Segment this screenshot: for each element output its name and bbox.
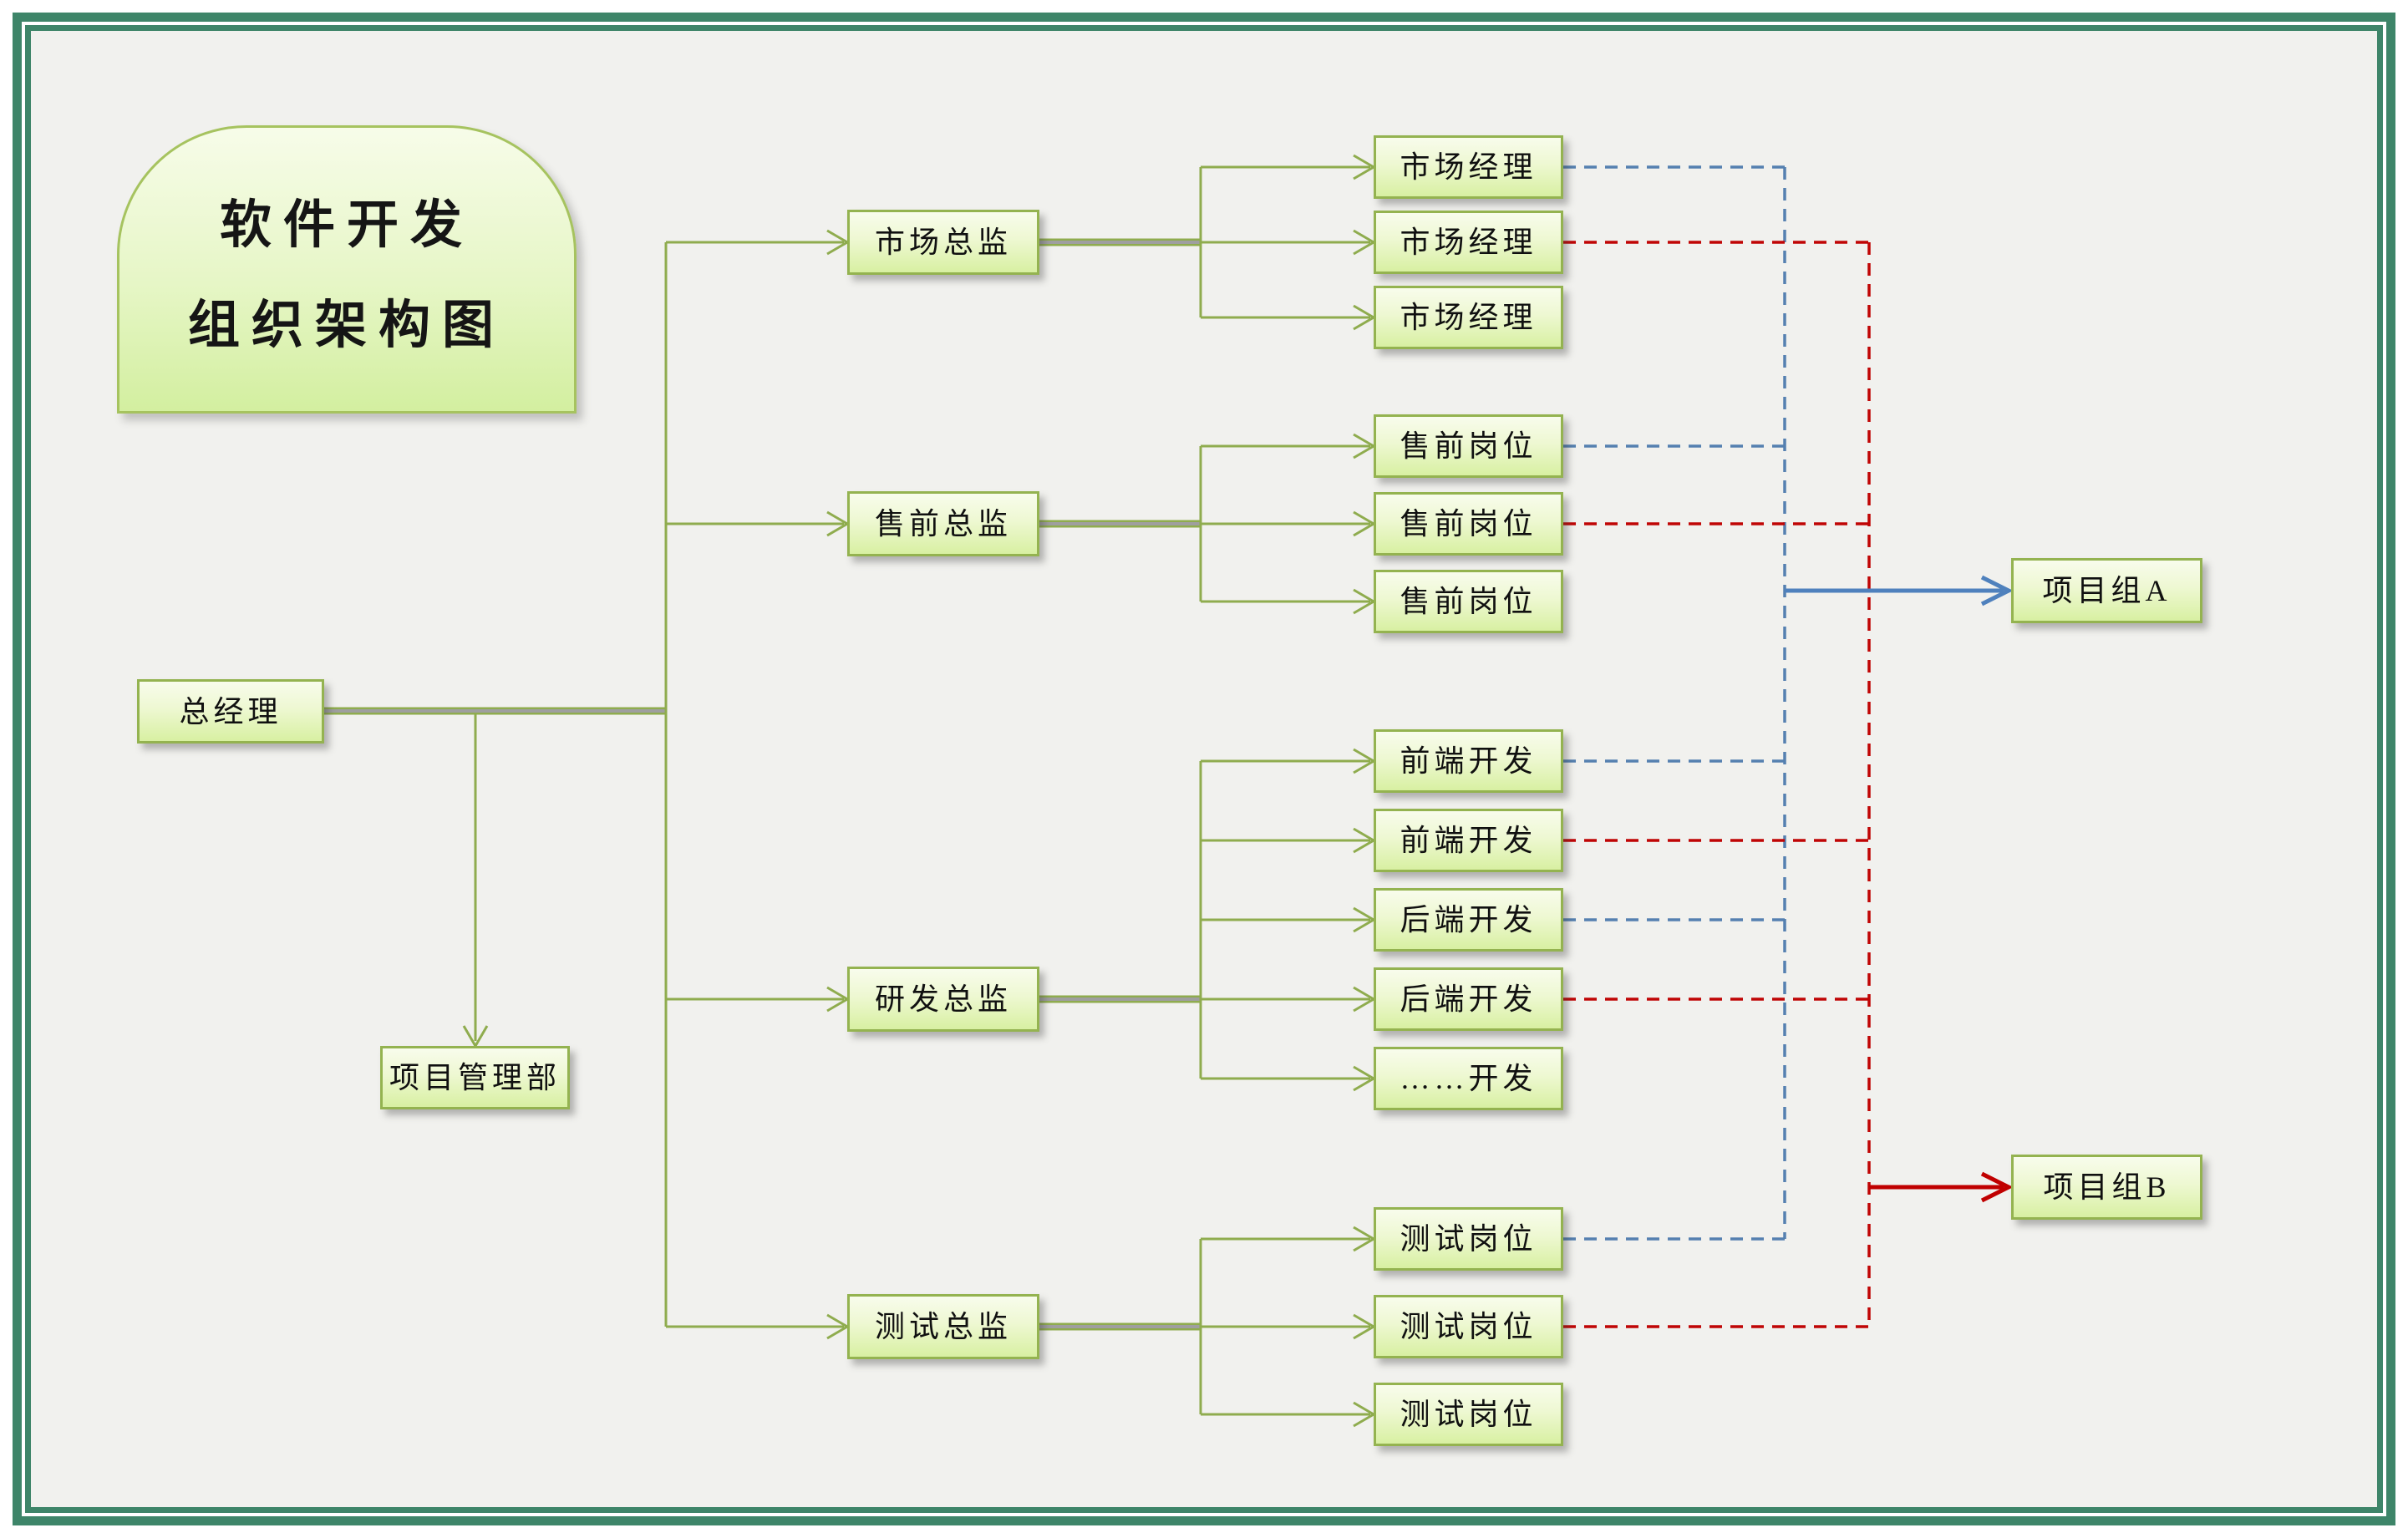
green-arrowheads (462, 154, 1376, 1428)
title-line-2: 组织架构图 (187, 296, 505, 354)
node-testing-position-2: 测试岗位 (1374, 1295, 1563, 1358)
node-presales-position-1: 售前岗位 (1374, 414, 1563, 478)
node-backend-dev-1: 后端开发 (1374, 888, 1563, 952)
node-rnd-director: 研发总监 (847, 967, 1039, 1032)
node-project-group-a: 项目组A (2011, 558, 2202, 623)
node-testing-position-1: 测试岗位 (1374, 1207, 1563, 1271)
red-dashed-lines (1563, 241, 1871, 1328)
green-connectors (474, 165, 1370, 1416)
node-project-group-b: 项目组B (2011, 1155, 2202, 1220)
node-ceo: 总经理 (137, 679, 324, 744)
node-frontend-dev-2: 前端开发 (1374, 809, 1563, 872)
blue-dashed-lines (1563, 165, 1786, 1241)
node-marketing-director: 市场总监 (847, 210, 1039, 275)
node-testing-position-3: 测试岗位 (1374, 1383, 1563, 1446)
node-testing-director: 测试总监 (847, 1294, 1039, 1359)
thick-links (324, 238, 1201, 1331)
node-presales-position-2: 售前岗位 (1374, 492, 1563, 556)
node-presales-director: 售前总监 (847, 491, 1039, 556)
project-a-arrow (1785, 575, 2014, 607)
node-frontend-dev-1: 前端开发 (1374, 729, 1563, 793)
node-presales-position-3: 售前岗位 (1374, 570, 1563, 633)
project-b-arrowhead (1980, 1171, 2014, 1203)
node-other-dev: ……开发 (1374, 1047, 1563, 1110)
node-marketing-manager-3: 市场经理 (1374, 286, 1563, 349)
node-project-management-dept: 项目管理部 (380, 1046, 570, 1109)
title-line-1: 软件开发 (219, 195, 474, 254)
org-chart-title: 软件开发 组织架构图 (117, 125, 577, 414)
node-backend-dev-2: 后端开发 (1374, 967, 1563, 1031)
project-a-arrowhead (1980, 575, 2014, 607)
node-marketing-manager-1: 市场经理 (1374, 135, 1563, 199)
project-b-arrow (1869, 1171, 2014, 1203)
node-marketing-manager-2: 市场经理 (1374, 211, 1563, 274)
